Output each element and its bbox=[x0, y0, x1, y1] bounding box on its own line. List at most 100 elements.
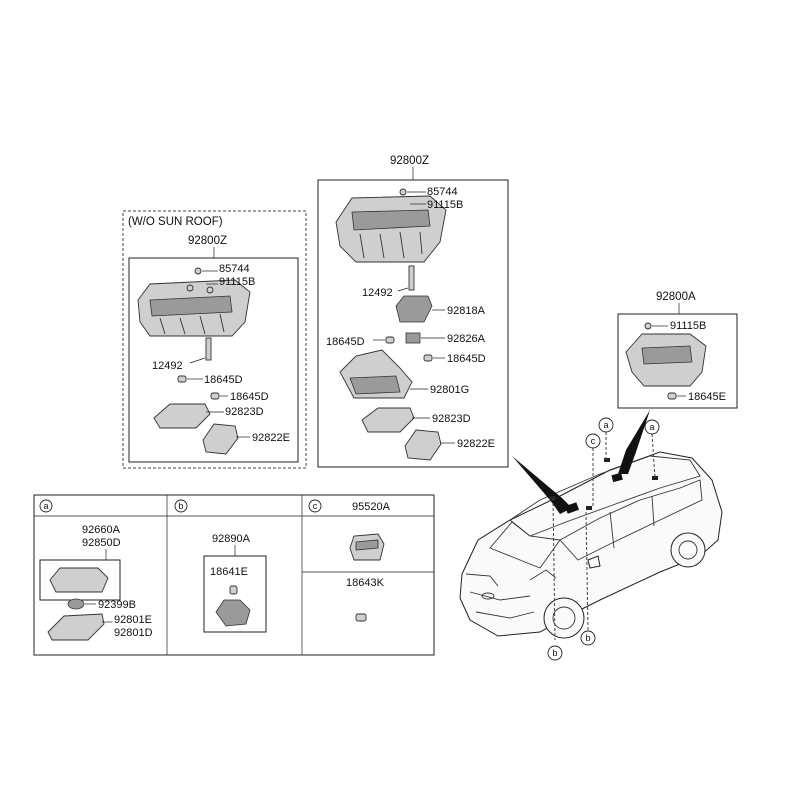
section-a-lamp-icon bbox=[49, 567, 109, 593]
right-assembly-group: 92800A 91115B 18645E bbox=[617, 291, 738, 409]
left-part-92822e: 92822E bbox=[252, 432, 290, 444]
middle-frame bbox=[317, 179, 509, 468]
left-part-92823d: 92823D bbox=[225, 406, 264, 418]
section-b-marker-label: b bbox=[178, 501, 183, 511]
car-rear-wheel bbox=[670, 532, 706, 568]
car-callout-a-2 bbox=[644, 419, 660, 435]
left-condition-label: (W/O SUN ROOF) bbox=[128, 216, 223, 228]
section-a-part-92801d: 92801D bbox=[114, 627, 153, 639]
sections-frame bbox=[33, 494, 435, 656]
car-b-pillar bbox=[609, 511, 615, 549]
car-badge bbox=[481, 592, 495, 600]
middle-lens-icon bbox=[361, 407, 415, 433]
section-c-marker bbox=[308, 499, 322, 513]
middle-part-92818a: 92818A bbox=[447, 305, 486, 317]
car-body bbox=[459, 451, 723, 637]
middle-part-18645d-1: 18645D bbox=[326, 336, 365, 348]
middle-part-92801g: 92801G bbox=[430, 384, 469, 396]
middle-overhead-console bbox=[335, 195, 447, 263]
left-bulb-icon-1 bbox=[177, 375, 187, 383]
left-bolt-icon bbox=[194, 267, 202, 275]
section-c-lamp-inner-icon bbox=[355, 539, 379, 551]
middle-part-18645d-2: 18645D bbox=[447, 353, 486, 365]
callout-leader-b1 bbox=[552, 497, 556, 641]
section-c-part-18643k: 18643K bbox=[346, 577, 385, 589]
right-part-91115b: 91115B bbox=[670, 320, 706, 332]
right-frame bbox=[617, 313, 738, 409]
roof-mark-4-icon bbox=[652, 476, 658, 480]
left-inner-frame bbox=[128, 257, 299, 463]
car-roof bbox=[509, 455, 701, 537]
car-front-wheel bbox=[543, 597, 585, 639]
middle-part-85744: 85744 bbox=[427, 186, 458, 198]
left-part-18645d-1: 18645D bbox=[204, 374, 243, 386]
left-screw-icon bbox=[205, 337, 212, 361]
car-rear-hub bbox=[678, 540, 698, 560]
left-cover-icon bbox=[202, 423, 239, 455]
right-bulb-icon bbox=[667, 392, 677, 400]
car-callout-b-1-label: b bbox=[585, 633, 590, 643]
middle-part-91115b: 91115B bbox=[427, 199, 463, 211]
middle-screw-icon bbox=[408, 265, 415, 291]
section-c-part-95520a: 95520A bbox=[352, 501, 391, 513]
middle-part-12492: 12492 bbox=[362, 287, 393, 299]
right-part-18645e: 18645E bbox=[688, 391, 726, 403]
middle-cover-icon bbox=[404, 429, 442, 461]
middle-module-icon bbox=[405, 332, 421, 344]
car-callout-a-2-label: a bbox=[649, 422, 654, 432]
section-a-part-92660a: 92660A bbox=[82, 524, 121, 536]
middle-part-92822e: 92822E bbox=[457, 438, 495, 450]
section-c-bulb-icon bbox=[355, 613, 367, 622]
section-b-bulb-icon bbox=[229, 585, 238, 595]
car-front-hub bbox=[552, 606, 576, 630]
middle-leader-12492 bbox=[397, 287, 409, 292]
section-b-part-92890a: 92890A bbox=[212, 533, 251, 545]
pointer-wedge-left-icon bbox=[512, 456, 572, 514]
section-b-lamp-icon bbox=[215, 599, 251, 627]
right-overhead-console bbox=[625, 333, 707, 387]
left-part-18645d-2: 18645D bbox=[230, 391, 269, 403]
left-assembly-group: (W/O SUN ROOF) 92800Z 85744 91115B 12492… bbox=[122, 210, 307, 469]
middle-switch-icon bbox=[395, 295, 433, 323]
car-callout-b-1 bbox=[580, 630, 596, 646]
car-callout-a-1 bbox=[598, 417, 614, 433]
middle-housing-inner-icon bbox=[349, 375, 401, 395]
car-side-windows bbox=[559, 479, 703, 561]
section-b-subframe bbox=[203, 555, 267, 633]
car-c-pillar bbox=[651, 495, 655, 527]
middle-assembly-group: 92800Z 85744 91115B 12492 92818A 18645D … bbox=[317, 155, 509, 468]
section-a-bulb-holder-icon bbox=[67, 598, 85, 610]
middle-bulb-icon-1 bbox=[385, 336, 395, 344]
section-a-part-92850d: 92850D bbox=[82, 537, 121, 549]
roof-mark-3-icon bbox=[604, 458, 610, 462]
section-c-marker-label: c bbox=[313, 501, 318, 511]
left-part-12492: 12492 bbox=[152, 360, 183, 372]
middle-assembly-number: 92800Z bbox=[390, 155, 429, 167]
car-grille bbox=[469, 591, 535, 619]
car-callout-a-1-label: a bbox=[603, 420, 608, 430]
callout-leader-a2 bbox=[651, 433, 656, 479]
section-a-marker bbox=[39, 499, 53, 513]
car-callout-b-2-label: b bbox=[552, 648, 557, 658]
car-callout-c bbox=[585, 433, 601, 449]
section-a-marker-label: a bbox=[43, 501, 48, 511]
roof-lamp-front-icon bbox=[564, 502, 580, 514]
section-b-part-18641e: 18641E bbox=[210, 566, 248, 578]
sections-table: a 92660A 92850D 92399B 92801E 92801D b 9… bbox=[33, 494, 435, 656]
left-lens-icon bbox=[153, 403, 211, 429]
middle-part-92826a: 92826A bbox=[447, 333, 486, 345]
section-b-marker bbox=[174, 499, 188, 513]
middle-part-92823d: 92823D bbox=[432, 413, 471, 425]
roof-lamp-rear-icon bbox=[611, 472, 623, 483]
car-windshield bbox=[489, 521, 561, 569]
car-illustration: a c a b b bbox=[459, 410, 723, 661]
left-assembly-number: 92800Z bbox=[188, 235, 227, 247]
car-headlights bbox=[465, 569, 557, 587]
left-leader-12492 bbox=[189, 357, 206, 364]
section-a-part-92801e: 92801E bbox=[114, 614, 152, 626]
car-mirror bbox=[587, 555, 601, 569]
middle-bulb-icon-2 bbox=[423, 354, 433, 362]
left-part-91115b: 91115B bbox=[219, 276, 255, 288]
pointer-wedge-right-icon bbox=[618, 410, 650, 474]
